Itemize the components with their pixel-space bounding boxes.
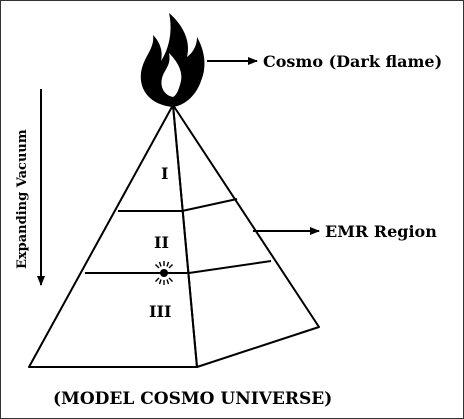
pyramid-side-face xyxy=(172,104,320,368)
vacuum-label: Expanding Vacuum xyxy=(15,129,30,269)
diagram-caption: (MODEL COSMO UNIVERSE) xyxy=(53,389,332,409)
pyramid-front-face xyxy=(28,104,198,368)
region-2-label: II xyxy=(154,233,169,252)
region-3-label: III xyxy=(149,302,171,321)
emr-label: EMR Region xyxy=(325,222,437,241)
radiant-star-icon xyxy=(152,261,176,285)
pyramid xyxy=(28,104,320,368)
band-line-1-side xyxy=(181,198,238,212)
region-1-label: I xyxy=(161,164,168,183)
band-line-2-side xyxy=(188,260,272,274)
flame-icon xyxy=(140,13,205,107)
flame-label: Cosmo (Dark flame) xyxy=(263,52,442,71)
